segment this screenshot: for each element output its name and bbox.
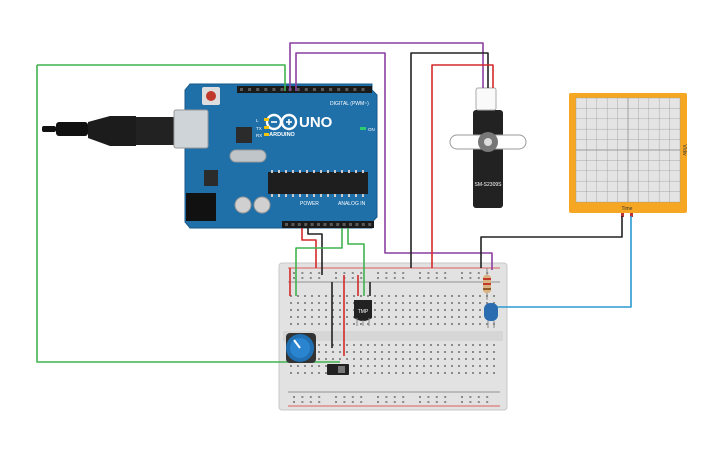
temperature-sensor-icon[interactable]: TMP [354,300,372,326]
wire-red-5v [301,228,317,268]
scope-vdiv-label: V/div [681,144,687,156]
arduino-logo-icon [265,113,298,131]
wire-blue-scope [492,216,632,308]
wire-green-a0 [295,228,343,296]
rx-label: RX [256,133,262,138]
tx-label: TX [256,126,262,131]
oscilloscope[interactable]: V/div Time [569,93,687,217]
wire-black-scope [480,216,623,268]
wire-green-a1 [347,228,365,296]
servo-motor-icon[interactable]: SM-S2309S [449,87,527,208]
servo-label: SM-S2309S [475,182,503,188]
wire-black-gnd [307,228,323,275]
breadboard-holes [290,295,495,374]
on-label: ON [368,127,375,132]
resistor-icon[interactable] [483,268,491,300]
power-header-label: POWER [300,201,319,207]
wire-black-servo [410,52,489,268]
led-icon[interactable] [484,303,498,328]
scope-grid [575,97,681,203]
scope-time-label: Time [622,206,633,212]
breadboard-power-rail [293,272,489,279]
breadboard-power-rail [293,396,489,403]
arduino-brand-label: ARDUINO [269,132,295,138]
power-analog-header-pins [285,223,372,226]
potentiometer-icon[interactable] [286,333,316,363]
slide-switch-icon[interactable] [327,364,349,375]
analog-header-label: ANALOG IN [338,201,366,207]
usb-cable-icon [42,109,209,149]
arduino-uno-board[interactable]: ARDUINO UNO DIGITAL (PWM~) L TX RX ON PO… [184,83,378,229]
wire-purple-left [295,52,493,270]
sensor-label: TMP [358,309,369,315]
led-l-label: L [256,118,259,123]
arduino-model-label: UNO [299,114,333,131]
digital-header-label: DIGITAL (PWM~) [330,101,369,107]
microcontroller-pins [271,170,364,197]
wire-red-servo [431,64,494,268]
